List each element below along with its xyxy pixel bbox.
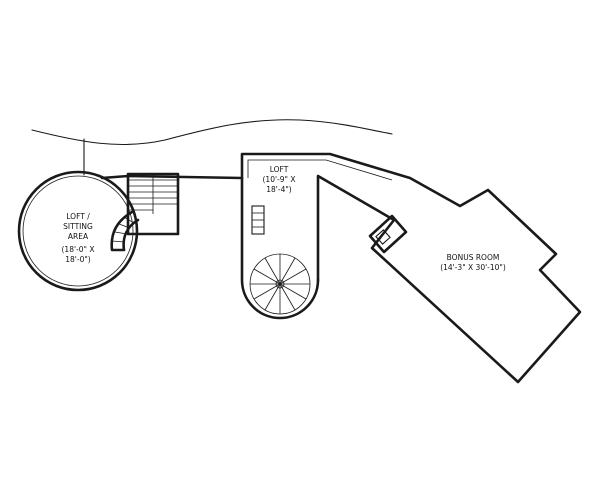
- svg-text:AREA: AREA: [68, 232, 89, 241]
- loft-inner-wall: [247, 159, 393, 181]
- loft-sitting-room: [17, 170, 139, 292]
- bonus-chase: [368, 214, 408, 254]
- svg-text:18'-4"): 18'-4"): [266, 185, 292, 194]
- loft-bonus-outline: [240, 152, 582, 384]
- label-loft-sitting: LOFT / SITTING AREA (18'-0" X 18'-0"): [62, 212, 95, 264]
- roof-outline: [31, 119, 393, 146]
- straight-stair: [126, 172, 180, 236]
- label-loft: LOFT (10'-9" X 18'-4"): [263, 165, 296, 194]
- svg-text:18'-0"): 18'-0"): [65, 255, 91, 264]
- svg-text:(10'-9" X: (10'-9" X: [263, 175, 296, 184]
- spiral-stair: [240, 176, 320, 320]
- curved-stair-left: [110, 210, 140, 252]
- svg-text:(14'-3" X 30'-10"): (14'-3" X 30'-10"): [440, 263, 506, 272]
- connector-wall: [100, 174, 244, 180]
- svg-text:LOFT /: LOFT /: [66, 212, 90, 221]
- svg-text:(18'-0" X: (18'-0" X: [62, 245, 95, 254]
- svg-text:SITTING: SITTING: [63, 222, 93, 231]
- svg-text:LOFT: LOFT: [270, 165, 289, 174]
- loft-shelving: [251, 205, 265, 235]
- svg-text:BONUS ROOM: BONUS ROOM: [447, 253, 500, 262]
- label-bonus-room: BONUS ROOM (14'-3" X 30'-10"): [440, 253, 506, 272]
